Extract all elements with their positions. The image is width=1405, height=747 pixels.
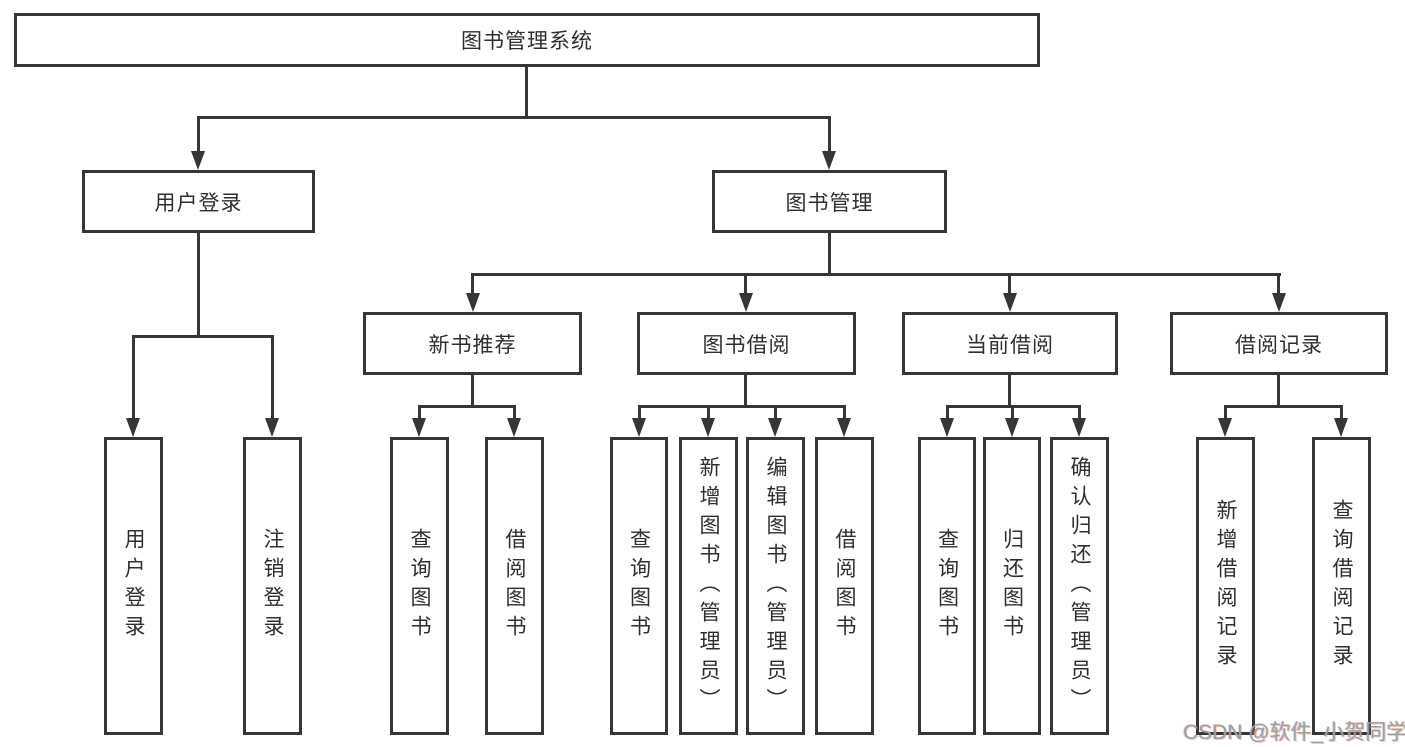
connector-vline	[744, 273, 747, 294]
connector-vline	[744, 375, 747, 405]
leaf-label: 确认归还（管理员）	[1068, 455, 1092, 717]
node-new-book-recommend: 新书推荐	[363, 312, 582, 375]
arrowhead-down-icon	[126, 418, 140, 437]
arrowhead-down-icon	[1072, 418, 1086, 437]
leaf-label: 注销登录	[261, 528, 285, 644]
arrowhead-down-icon	[701, 418, 715, 437]
connector-vline	[471, 273, 474, 294]
node-library-management-system: 图书管理系统	[14, 13, 1040, 67]
node-current-borrowing: 当前借阅	[902, 312, 1118, 375]
connector-vline	[1277, 273, 1280, 294]
connector-vline	[132, 335, 135, 419]
connector-vline	[1008, 375, 1011, 405]
leaf-label: 借阅图书	[833, 528, 857, 644]
connector-hline	[471, 273, 1281, 276]
leaf-bb-borrow-book: 借阅图书	[815, 437, 874, 735]
arrowhead-down-icon	[1334, 418, 1348, 437]
arrowhead-down-icon	[822, 151, 836, 170]
leaf-label: 用户登录	[122, 528, 146, 644]
arrowhead-down-icon	[632, 418, 646, 437]
arrowhead-down-icon	[1003, 293, 1017, 312]
connector-vline	[843, 405, 846, 419]
arrowhead-down-icon	[412, 418, 426, 437]
connector-vline	[638, 405, 641, 419]
connector-vline	[1008, 273, 1011, 294]
connector-vline	[1078, 405, 1081, 419]
leaf-cb-query-book: 查询图书	[918, 437, 976, 735]
node-label: 用户登录	[154, 191, 243, 215]
leaf-rec-query-book: 查询图书	[390, 437, 449, 735]
leaf-label: 查询图书	[408, 528, 432, 644]
leaf-label: 查询借阅记录	[1330, 499, 1354, 673]
connector-vline	[1277, 375, 1280, 405]
csdn-watermark: CSDN @软件_小贺同学	[1183, 721, 1405, 744]
connector-hline	[638, 405, 846, 408]
node-label: 借阅记录	[1235, 333, 1323, 357]
node-book-management: 图书管理	[712, 170, 947, 233]
leaf-bb-add-book-admin: 新增图书（管理员）	[679, 437, 738, 735]
node-label: 新书推荐	[428, 333, 517, 357]
connector-vline	[418, 405, 421, 419]
arrowhead-down-icon	[466, 293, 480, 312]
leaf-label: 编辑图书（管理员）	[764, 455, 788, 717]
leaf-br-add-record: 新增借阅记录	[1196, 437, 1255, 735]
arrowhead-down-icon	[507, 418, 521, 437]
arrowhead-down-icon	[768, 418, 782, 437]
arrowhead-down-icon	[1218, 418, 1232, 437]
leaf-label: 查询图书	[627, 528, 651, 644]
node-label: 图书借阅	[702, 333, 791, 357]
connector-vline	[471, 375, 474, 405]
connector-vline	[197, 233, 200, 335]
connector-hline	[1224, 405, 1343, 408]
leaf-label: 查询图书	[935, 528, 959, 644]
arrowhead-down-icon	[191, 151, 205, 170]
connector-vline	[774, 405, 777, 419]
connector-vline	[707, 405, 710, 419]
connector-vline	[513, 405, 516, 419]
connector-hline	[132, 335, 274, 338]
leaf-bb-query-book: 查询图书	[610, 437, 668, 735]
node-label: 当前借阅	[966, 333, 1054, 357]
leaf-label: 借阅图书	[503, 528, 527, 644]
connector-vline	[1340, 405, 1343, 419]
connector-vline	[525, 67, 528, 116]
arrowhead-down-icon	[739, 293, 753, 312]
node-book-borrowing: 图书借阅	[637, 312, 856, 375]
leaf-label: 归还图书	[1000, 528, 1024, 644]
leaf-rec-borrow-book: 借阅图书	[485, 437, 544, 735]
arrowhead-down-icon	[1272, 293, 1286, 312]
connector-vline	[271, 335, 274, 419]
arrowhead-down-icon	[265, 418, 279, 437]
leaf-cb-return-book: 归还图书	[983, 437, 1041, 735]
node-label: 图书管理系统	[461, 30, 593, 53]
node-user-login: 用户登录	[82, 170, 315, 233]
leaf-br-query-record: 查询借阅记录	[1312, 437, 1371, 735]
arrowhead-down-icon	[837, 418, 851, 437]
connector-hline	[197, 116, 831, 119]
connector-vline	[946, 405, 949, 419]
leaf-cb-confirm-return-admin: 确认归还（管理员）	[1050, 437, 1109, 735]
arrowhead-down-icon	[1005, 418, 1019, 437]
node-label: 图书管理	[785, 191, 874, 215]
connector-vline	[828, 116, 831, 152]
leaf-label: 新增借阅记录	[1214, 499, 1238, 673]
leaf-user-login: 用户登录	[104, 437, 163, 735]
leaf-label: 新增图书（管理员）	[697, 455, 721, 717]
connector-vline	[828, 233, 831, 273]
connector-vline	[197, 116, 200, 152]
leaf-logout: 注销登录	[243, 437, 302, 735]
connector-vline	[1224, 405, 1227, 419]
connector-vline	[1011, 405, 1014, 419]
connector-hline	[418, 405, 516, 408]
node-borrowing-records: 借阅记录	[1170, 312, 1388, 375]
leaf-bb-edit-book-admin: 编辑图书（管理员）	[746, 437, 805, 735]
arrowhead-down-icon	[940, 418, 954, 437]
